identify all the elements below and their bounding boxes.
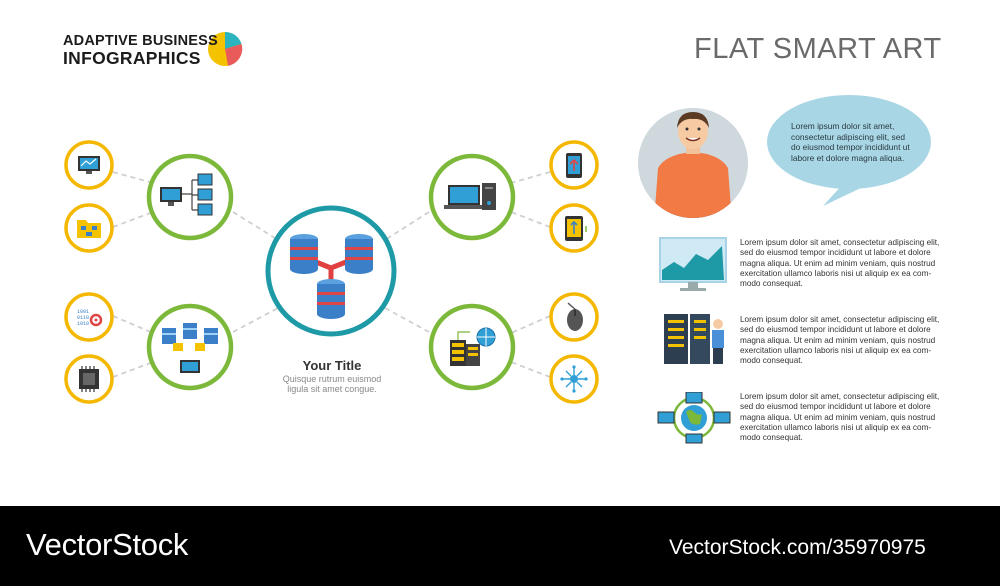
group-node-bottom-left (146, 303, 234, 391)
hub-node (265, 205, 397, 337)
svg-text:0110: 0110 (77, 315, 89, 321)
item-text: Lorem ipsum dolor sit amet, consectetur … (740, 392, 940, 443)
satellite-node (64, 140, 114, 190)
hub-description: Quisque rutrum euismod ligula sit amet c… (282, 374, 382, 394)
monitor-chart-icon (659, 237, 727, 291)
server-room-icon (664, 314, 724, 364)
group-node-top-left (146, 153, 234, 241)
network-computers-icon (160, 173, 213, 216)
brand-line-1: ADAPTIVE BUSINESS (63, 33, 218, 49)
smartphone-upload-icon (566, 153, 582, 178)
database-cluster-icon (290, 234, 373, 319)
laptop-tower-icon (444, 183, 496, 210)
satellite-node: 1001 0110 1010 (64, 292, 114, 342)
circuit-icon (560, 365, 588, 393)
pie-logo-icon (208, 31, 243, 66)
item-text: Lorem ipsum dolor sit amet, consectetur … (740, 238, 940, 289)
satellite-node (64, 354, 114, 404)
svg-text:1001: 1001 (77, 309, 89, 315)
speech-bubble (767, 95, 931, 206)
hub-title: Your Title (302, 358, 362, 373)
server-globe-icon (450, 327, 496, 366)
desktop-chart-icon (78, 156, 100, 174)
hub-diagram: 1001 0110 1010 (64, 140, 599, 404)
bubble-text: Lorem ipsum dolor sit amet, consectetur … (791, 121, 910, 163)
tablet-sync-icon (565, 216, 587, 241)
brand-line-2: INFOGRAPHICS (63, 48, 201, 68)
footer-url: VectorStock.com/35970975 (669, 536, 926, 559)
server-transfer-icon (162, 323, 218, 373)
global-network-icon (657, 392, 731, 444)
avatar (638, 108, 748, 218)
satellite-node (64, 203, 114, 253)
satellite-node (549, 354, 599, 404)
item-text: Lorem ipsum dolor sit amet, consectetur … (740, 315, 940, 366)
footer-bar (0, 506, 1000, 586)
connector-lines (112, 171, 551, 378)
computer-mouse-icon (567, 302, 583, 331)
group-node-top-right (428, 153, 516, 241)
satellite-node (549, 203, 599, 253)
folder-flowchart-icon (77, 220, 101, 238)
page-title: FLAT SMART ART (694, 33, 942, 65)
group-node-bottom-right (428, 303, 516, 391)
satellite-node (549, 292, 599, 342)
footer-logo: VectorStock (26, 527, 189, 562)
binary-gear-icon: 1001 0110 1010 (77, 309, 103, 327)
svg-text:1010: 1010 (77, 321, 89, 327)
satellite-node (549, 140, 599, 190)
man-icon (654, 112, 732, 218)
cpu-chip-icon (79, 366, 99, 392)
